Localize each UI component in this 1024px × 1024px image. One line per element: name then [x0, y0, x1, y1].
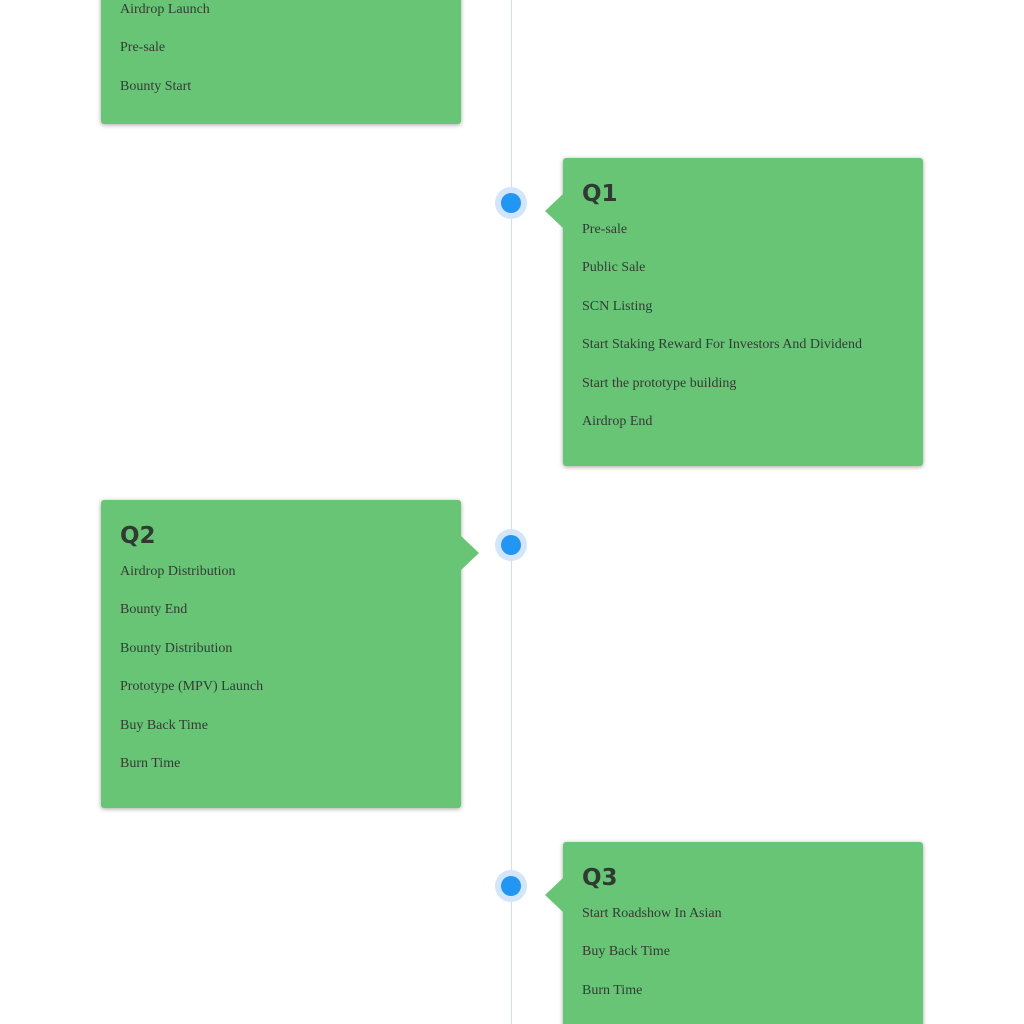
timeline-dot-q1 [495, 187, 527, 219]
card-list: Start Roadshow In Asian Buy Back Time Bu… [582, 895, 904, 1010]
list-item: Airdrop Launch [120, 2, 210, 17]
timeline-card-q3: Q3 Start Roadshow In Asian Buy Back Time… [545, 842, 923, 1024]
list-item: Public Sale [582, 260, 646, 276]
timeline-dot-q2 [495, 529, 527, 561]
card-title-q3: Q3 [582, 865, 618, 891]
list-item: Buy Back Time [120, 717, 208, 733]
list-item: Bounty Start [120, 78, 192, 94]
timeline-card-q2: Q2 Airdrop Distribution Bounty End Bount… [101, 500, 479, 808]
list-item: Airdrop End [582, 413, 653, 429]
timeline-card-top: Airdrop Launch Pre-sale Bounty Start [101, 0, 461, 124]
list-item: Start Staking Reward For Investors And D… [582, 337, 862, 353]
card-list: Airdrop Launch Pre-sale Bounty Start [120, 0, 442, 106]
list-item: Pre-sale [582, 222, 628, 237]
list-item: Prototype (MPV) Launch [120, 679, 264, 695]
timeline-line [511, 0, 512, 1024]
list-item: Burn Time [120, 755, 181, 771]
list-item: Pre-sale [120, 40, 166, 56]
list-item: Burn Time [582, 982, 643, 998]
card-title-q1: Q1 [582, 181, 618, 207]
list-item: Airdrop Distribution [120, 564, 236, 579]
list-item: Bounty Distribution [120, 640, 233, 656]
list-item: Bounty End [120, 602, 188, 618]
card-title-q2: Q2 [120, 523, 156, 549]
list-item: Buy Back Time [582, 944, 670, 960]
card-list: Pre-sale Public Sale SCN Listing Start S… [582, 211, 904, 441]
card-list: Airdrop Distribution Bounty End Bounty D… [120, 553, 442, 783]
timeline-dot-q3 [495, 870, 527, 902]
list-item: SCN Listing [582, 298, 653, 314]
timeline-card-q1: Q1 Pre-sale Public Sale SCN Listing Star… [545, 158, 923, 466]
list-item: Start the prototype building [582, 375, 737, 391]
list-item: Start Roadshow In Asian [582, 906, 722, 921]
